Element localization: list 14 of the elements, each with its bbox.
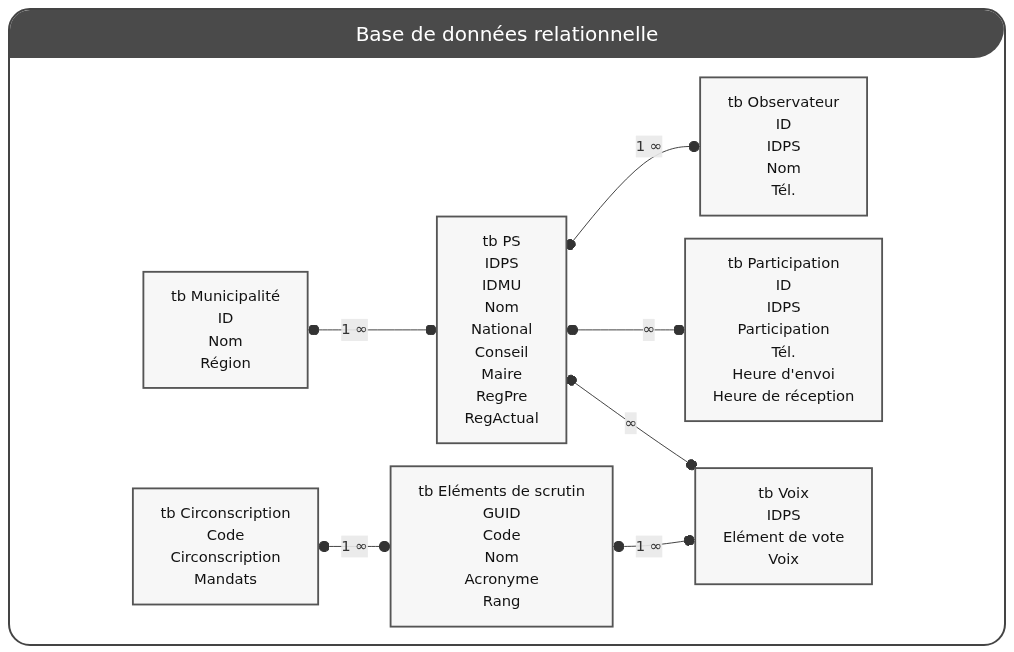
edge-label: 1 ∞ [340, 537, 368, 555]
edge-label: ∞ [642, 320, 655, 339]
node-box: tb Observateur ID IDPS Nom Tél. [698, 76, 868, 217]
node-box: tb Municipalité ID Nom Région [141, 270, 309, 389]
node-box: tb Participation ID IDPS Participation Tél. Heure d'envoi Heure de réception [683, 237, 883, 423]
edge-label: 1 ∞ [635, 537, 662, 555]
edge-label: 1 ∞ [340, 320, 368, 339]
node-box: tb Voix IDPS Elément de vote Voix [693, 467, 873, 586]
edge-label: ∞ [624, 414, 637, 432]
node-box: tb Circonscription Code Circonscription Mandats [131, 487, 319, 606]
node-box: tb PS IDPS IDMU Nom National Conseil Maire RegPre RegActual [435, 215, 567, 445]
edge-label: 1 ∞ [635, 137, 662, 155]
node-box: tb Eléments de scrutin GUID Code Nom Acronyme Rang [389, 465, 614, 628]
diagram-title: Base de données relationnelle [10, 10, 1004, 58]
